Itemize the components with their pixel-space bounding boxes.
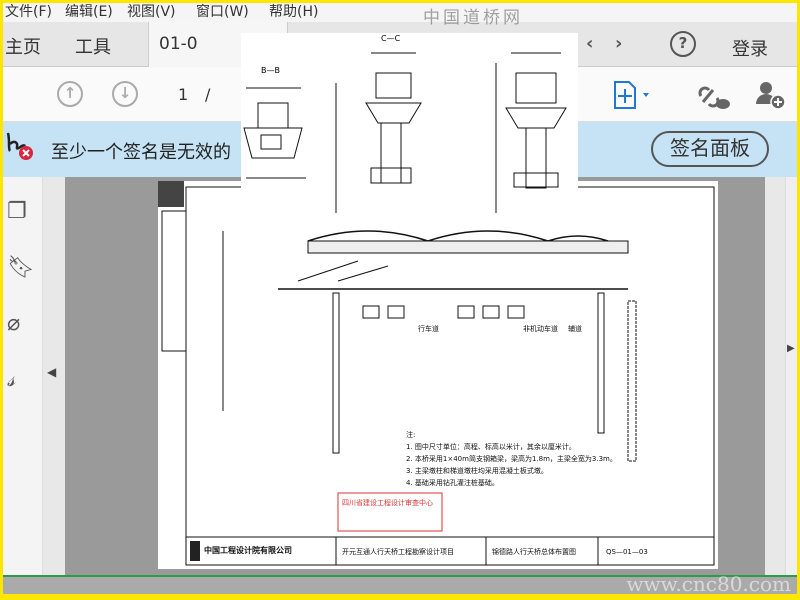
watermark-top: 中国道桥网 [423,8,523,28]
project-name: 开元互通人行天桥工程勘察设计项目 [342,547,454,556]
lane-label: 行车道 [418,324,439,333]
bookmark-icon[interactable]: 🔖︎ [7,255,35,280]
next-page-icon[interactable]: ↓ [112,81,138,107]
fit-page-icon[interactable] [613,80,653,110]
tab-document-label: 01-0 [159,34,198,54]
signature-icon[interactable]: 𝓈 [7,367,16,392]
bridge-drawing: 行车道 非机动车道 辅道 注: 1. 图中尺寸单位：高程、标高以米计，其余以厘米… [158,181,715,566]
signature-panel-button[interactable]: 签名面板 [651,131,769,167]
sidewalk-label: 辅道 [568,324,582,333]
signature-status-message: 至少一个签名是无效的 [51,142,231,163]
login-button[interactable]: 登录 [732,39,768,60]
page-number-input[interactable]: 1 [178,85,189,104]
pdf-page: 行车道 非机动车道 辅道 注: 1. 图中尺寸单位：高程、标高以米计，其余以厘米… [158,181,718,569]
note-4: 4. 基础采用钻孔灌注桩基础。 [406,478,499,487]
drawing-number: QS—01—03 [606,548,648,556]
menu-bar: 文件(F) 编辑(E) 视图(V) 窗口(W) 帮助(H) [3,3,797,22]
attachment-icon[interactable]: ⌀ [7,311,21,336]
document-viewer: ◀ 行 [43,177,797,575]
tab-tools[interactable]: 工具 [75,37,111,58]
note-1: 1. 图中尺寸单位：高程、标高以米计，其余以厘米计。 [406,442,576,451]
menu-file[interactable]: 文件(F) [5,4,52,20]
prev-page-icon[interactable]: ↑ [57,81,83,107]
menu-help[interactable]: 帮助(H) [269,4,319,20]
review-stamp: 四川省建设工程设计审查中心 [342,498,433,507]
menu-window[interactable]: 窗口(W) [196,4,249,20]
tab-home[interactable]: 主页 [5,37,41,58]
bike-lane-label: 非机动车道 [523,324,558,333]
left-sidebar: ❐ 🔖︎ ⌀ 𝓈 [3,177,43,575]
share-link-icon[interactable] [697,82,731,110]
vertical-scrollbar[interactable]: ▶ [785,177,797,575]
status-bar: www.cnc80.com [3,572,797,594]
watermark-bottom: www.cnc80.com [626,572,791,594]
note-3: 3. 主梁墩柱和梯道墩柱均采用混凝土板式墩。 [406,466,548,475]
note-2: 2. 本桥采用1×40m简支钢箱梁，梁高为1.8m，主梁全宽为3.3m。 [406,454,617,463]
drawing-title: 锦德路人行天桥总体布置图 [492,547,576,556]
notes-heading: 注: [406,430,415,439]
collapse-right-icon[interactable]: ▶ [787,343,795,354]
page-separator: / [205,85,211,104]
cross-section-overlay: B—B C—C [241,33,578,213]
add-user-icon[interactable] [755,80,787,112]
tab-next-icon[interactable]: › [615,33,623,54]
pages-icon[interactable]: ❐ [7,199,27,224]
section-bb-label: B—B [261,66,280,75]
menu-edit[interactable]: 编辑(E) [65,4,113,20]
menu-view[interactable]: 视图(V) [127,4,176,20]
tab-prev-icon[interactable]: ‹ [586,33,594,54]
help-icon[interactable]: ? [670,31,696,57]
section-cc-label: C—C [381,34,401,43]
qr-code [158,181,184,207]
collapse-left-icon[interactable]: ◀ [47,365,57,379]
invalid-signature-icon [6,132,33,160]
company-name: 中国工程设计院有限公司 [204,545,292,555]
